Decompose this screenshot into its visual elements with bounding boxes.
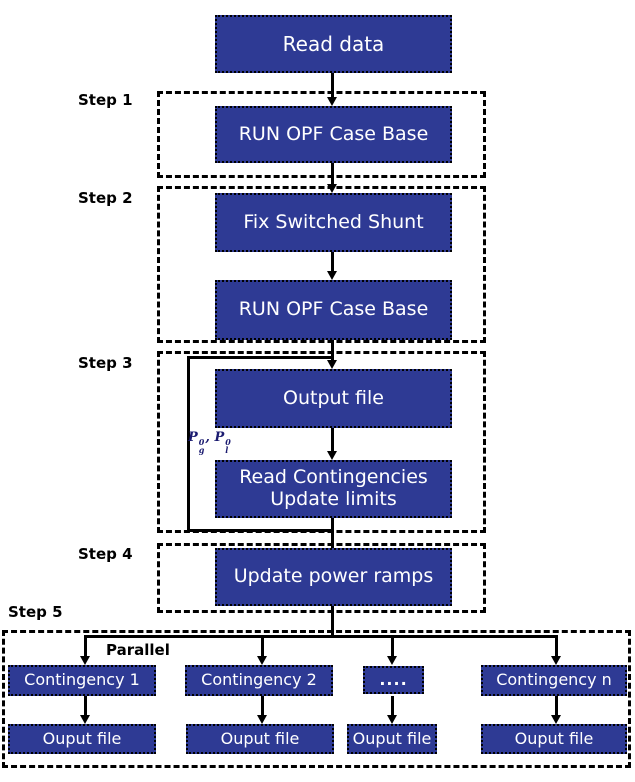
step2-run-opf-box: RUN OPF Case Base — [215, 280, 452, 340]
arrowhead-step1-to-step2 — [327, 184, 337, 193]
loop-var1-sub: g — [198, 445, 205, 455]
arrow-outputfile-to-readcont — [331, 428, 334, 452]
arrow-branch2-bottom — [261, 696, 264, 716]
ouput-file-4-box: Ouput file — [481, 724, 627, 754]
arrow-branch3-bottom — [391, 696, 394, 716]
arrow-step1-to-step2 — [331, 163, 334, 185]
contingency-ellipsis-box: .... — [363, 666, 424, 694]
loop-line-vertical — [187, 356, 190, 532]
arrowhead-branch4-top — [551, 656, 561, 665]
step4-label: Step 4 — [78, 545, 133, 563]
ouput-file-3-box: Ouput file — [347, 724, 437, 754]
loop-var1-sup: 0 — [198, 437, 205, 447]
arrow-branch1-top — [84, 635, 87, 657]
arrow-branch1-bottom — [84, 696, 87, 716]
arrowhead-branch4-bottom — [551, 715, 561, 724]
step3-label: Step 3 — [78, 354, 133, 372]
ouput-file-2-box: Ouput file — [186, 724, 334, 754]
loop-line-top — [187, 356, 334, 359]
ouput-file-4-label: Ouput file — [514, 728, 594, 748]
update-power-ramps-box: Update power ramps — [215, 548, 452, 606]
loop-var2-sub: l — [225, 445, 229, 455]
contingency-1-box: Contingency 1 — [8, 665, 156, 696]
step1-run-opf-label: RUN OPF Case Base — [238, 122, 429, 145]
read-contingencies-line2: Update limits — [270, 488, 397, 510]
fix-switched-shunt-label: Fix Switched Shunt — [243, 210, 424, 233]
step5-container — [2, 630, 631, 768]
arrow-step2-to-step3 — [331, 340, 334, 361]
loop-var2-sup: 0 — [225, 437, 231, 447]
output-file-label: Output file — [283, 386, 384, 409]
contingency-ellipsis-label: .... — [379, 669, 408, 689]
contingency-2-box: Contingency 2 — [185, 665, 333, 696]
contingency-n-box: Contingency n — [481, 665, 627, 696]
step2-label: Step 2 — [78, 189, 133, 207]
arrow-branch4-bottom — [555, 696, 558, 716]
arrowhead-branch2-bottom — [257, 715, 267, 724]
parallel-label: Parallel — [106, 641, 170, 659]
arrow-branch4-top — [555, 635, 558, 657]
step1-label: Step 1 — [78, 91, 133, 109]
arrow-branch2-top — [261, 635, 264, 657]
arrow-fixshunt-to-runopf — [331, 252, 334, 272]
arrow-branch3-top — [391, 635, 394, 657]
step2-container — [157, 186, 486, 343]
arrowhead-read-to-step1 — [327, 97, 337, 106]
read-contingencies-line1: Read Contingencies — [239, 466, 428, 489]
contingency-1-label: Contingency 1 — [24, 670, 140, 690]
read-data-label: Read data — [282, 31, 385, 56]
loop-label-separator: , — [205, 430, 210, 445]
arrowhead-fixshunt-to-runopf — [327, 271, 337, 280]
line-readcont-to-step4 — [331, 518, 334, 548]
step1-run-opf-box: RUN OPF Case Base — [215, 106, 452, 163]
ouput-file-1-box: Ouput file — [8, 724, 156, 754]
parallel-distribution-line — [84, 635, 558, 638]
ouput-file-1-label: Ouput file — [42, 728, 122, 748]
step4-container — [157, 543, 486, 613]
loop-var2-base: P — [214, 430, 225, 445]
arrowhead-branch1-top — [80, 656, 90, 665]
arrowhead-branch3-bottom — [387, 715, 397, 724]
line-step4-to-step5 — [331, 606, 334, 638]
loop-var1-base: P — [188, 430, 198, 445]
ouput-file-2-label: Ouput file — [220, 728, 300, 748]
read-contingencies-box: Read Contingencies Update limits — [215, 460, 452, 518]
arrowhead-step2-to-step3 — [327, 360, 337, 369]
step1-container — [157, 91, 486, 178]
arrowhead-branch2-top — [257, 656, 267, 665]
arrowhead-branch3-top — [387, 656, 397, 665]
arrowhead-outputfile-to-readcont — [327, 451, 337, 460]
ouput-file-3-label: Ouput file — [352, 728, 432, 748]
fix-switched-shunt-box: Fix Switched Shunt — [215, 193, 452, 252]
arrow-read-to-step1 — [331, 73, 334, 98]
output-file-box: Output file — [215, 369, 452, 428]
arrowhead-branch1-bottom — [80, 715, 90, 724]
contingency-n-label: Contingency n — [496, 670, 612, 690]
contingency-2-label: Contingency 2 — [201, 670, 317, 690]
loop-line-bottom — [187, 529, 334, 532]
read-data-box: Read data — [215, 15, 452, 73]
update-power-ramps-label: Update power ramps — [233, 565, 434, 588]
step5-label: Step 5 — [8, 603, 63, 621]
step2-run-opf-label: RUN OPF Case Base — [238, 298, 429, 321]
